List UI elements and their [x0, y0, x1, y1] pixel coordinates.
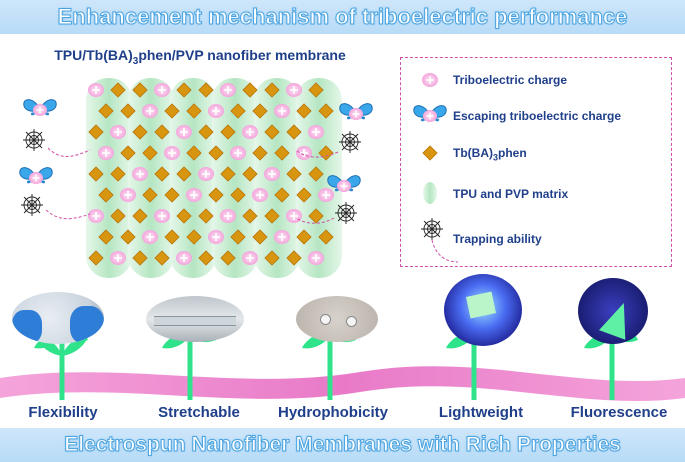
- triboelectric-charge: [153, 208, 171, 224]
- triboelectric-charge: [229, 145, 247, 161]
- membrane-title: TPU/Tb(BA)3phen/PVP nanofiber membrane: [54, 47, 346, 67]
- pink-ribbon: [0, 366, 685, 402]
- photo-lightweight: [444, 274, 522, 346]
- triboelectric-charge: [153, 82, 171, 98]
- property-flexibility: Flexibility: [28, 404, 98, 421]
- top-banner: Enhancement mechanism of triboelectric p…: [0, 0, 685, 34]
- glove-shape: [70, 306, 104, 344]
- legend-icons: [413, 72, 459, 263]
- triboelectric-charge: [285, 208, 303, 224]
- triboelectric-charge: [219, 82, 237, 98]
- triboelectric-charge: [207, 103, 225, 119]
- membrane-square: [465, 291, 497, 319]
- photo-hydrophobicity: [296, 296, 378, 342]
- triboelectric-charge: [273, 229, 291, 245]
- triboelectric-charge: [207, 229, 225, 245]
- triboelectric-charge: [109, 124, 127, 140]
- escaping-charges-right: [295, 102, 373, 225]
- property-hydrophobicity: Hydrophobicity: [277, 404, 388, 421]
- legend-box: Triboelectric charge Escaping triboelect…: [400, 57, 672, 267]
- triboelectric-charge: [97, 145, 115, 161]
- photo-stretchable: [146, 296, 244, 342]
- triboelectric-charge: [109, 250, 127, 266]
- triboelectric-charge: [175, 250, 193, 266]
- top-title: Enhancement mechanism of triboelectric p…: [57, 4, 628, 30]
- triboelectric-charge: [307, 250, 325, 266]
- legend-label-matrix: TPU and PVP matrix: [453, 187, 569, 201]
- photo-fluorescence: [578, 278, 648, 344]
- triboelectric-charge: [141, 229, 159, 245]
- photo-flexibility: [12, 292, 104, 344]
- property-stretchable: Stretchable: [158, 404, 240, 421]
- droplet-shape: [346, 316, 357, 327]
- triboelectric-charge: [219, 208, 237, 224]
- legend-label-charge: Triboelectric charge: [453, 73, 568, 87]
- property-fluorescence: Fluorescence: [570, 404, 668, 421]
- droplet-shape: [320, 314, 331, 325]
- bottom-banner: Electrospun Nanofiber Membranes with Ric…: [0, 428, 685, 462]
- triboelectric-charge: [87, 82, 105, 98]
- matrix-ellipse-icon: [423, 182, 437, 204]
- legend-label-trapping: Trapping ability: [453, 232, 542, 246]
- triboelectric-charge: [295, 145, 313, 161]
- triboelectric-charge: [197, 166, 215, 182]
- triboelectric-charge: [241, 124, 259, 140]
- triboelectric-charge: [251, 187, 269, 203]
- triboelectric-charge: [87, 208, 105, 224]
- triboelectric-charge: [141, 103, 159, 119]
- ruler-shape: [154, 316, 236, 326]
- glove-shape: [12, 310, 42, 344]
- legend-label-escaping: Escaping triboelectric charge: [453, 109, 622, 123]
- legend-label-complex: Tb(BA)3phen: [453, 146, 527, 163]
- triboelectric-charge: [285, 82, 303, 98]
- triboelectric-charge: [273, 103, 291, 119]
- fan-shape: [599, 298, 637, 340]
- escaping-charges-left: [19, 98, 91, 220]
- triboelectric-charge: [175, 124, 193, 140]
- bottom-title: Electrospun Nanofiber Membranes with Ric…: [64, 433, 622, 457]
- triboelectric-charge: [307, 124, 325, 140]
- triboelectric-charge: [185, 187, 203, 203]
- property-lightweight: Lightweight: [438, 404, 524, 421]
- triboelectric-charge: [119, 187, 137, 203]
- triboelectric-charge: [317, 187, 335, 203]
- triboelectric-charge: [263, 166, 281, 182]
- triboelectric-charge: [163, 145, 181, 161]
- triboelectric-charge: [131, 166, 149, 182]
- triboelectric-charge: [241, 250, 259, 266]
